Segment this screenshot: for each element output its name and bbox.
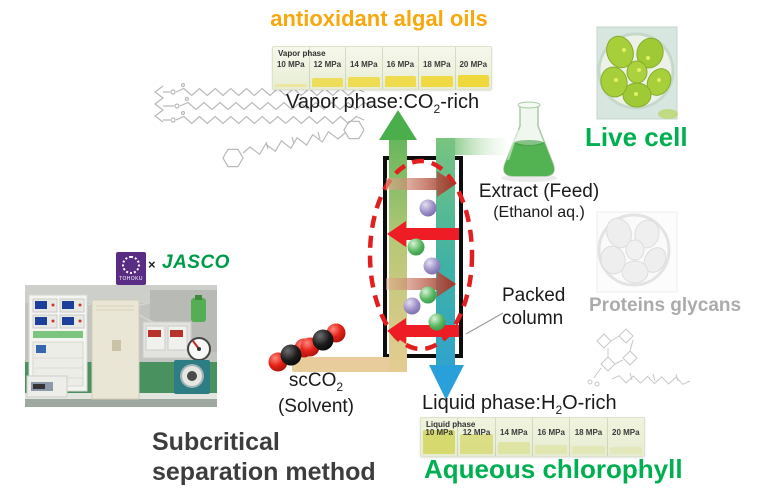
vial-liquid	[497, 442, 530, 454]
solvent-label: scCO2 (Solvent)	[277, 370, 355, 418]
extract-flask	[501, 101, 557, 182]
jasco-logo: JASCO	[162, 252, 230, 273]
particle-green	[428, 313, 446, 331]
transfer-arrow-right-icon	[386, 171, 456, 197]
particle-purple	[403, 297, 421, 315]
vapor-product-title: antioxidant algal oils	[270, 6, 488, 31]
vial: 14 MPa	[345, 47, 382, 89]
vial: 12 MPa	[457, 418, 494, 456]
vial: 10 MPa	[273, 47, 309, 89]
vial-liquid	[311, 78, 343, 87]
vial-liquid	[460, 434, 493, 454]
feed-pipe	[446, 138, 506, 155]
vial-liquid	[421, 76, 453, 87]
liquid-strip-label: Liquid phase	[426, 420, 476, 429]
feed-label: Extract (Feed) (Ethanol aq.)	[478, 181, 600, 221]
particle-purple	[423, 257, 441, 275]
vial-liquid	[275, 84, 307, 87]
liquid-phase-vial-strip: Liquid phase 10 MPa 12 MPa 14 MPa 16 MPa…	[420, 417, 645, 457]
carotenoid-structure	[222, 120, 365, 168]
vapor-arrow-icon	[379, 110, 417, 140]
particle-purple	[419, 199, 437, 217]
live-cell-label: Live cell	[585, 122, 688, 152]
vial: 12 MPa	[308, 47, 346, 89]
column-pointer-line	[465, 312, 504, 335]
lab-equipment-photo	[25, 285, 217, 407]
collaboration-times-sign: ×	[148, 257, 156, 272]
particle-green	[419, 286, 437, 304]
vapor-vials: 10 MPa 12 MPa 14 MPa 16 MPa 18 MPa 20 MP…	[273, 47, 491, 89]
tohoku-emblem-icon	[122, 255, 140, 274]
method-title: Subcritical separation method	[152, 428, 376, 486]
vial: 18 MPa	[418, 47, 455, 89]
vapor-phase-vial-strip: Vapor phase 10 MPa 12 MPa 14 MPa 16 MPa …	[272, 46, 492, 90]
vapor-strip-label: Vapor phase	[278, 49, 326, 58]
vial-liquid	[348, 77, 380, 87]
vial-liquid	[423, 430, 456, 454]
column-outline	[383, 156, 463, 358]
chlorophyll-structure	[587, 328, 691, 387]
residue-label: Proteins glycans	[589, 295, 742, 316]
liquid-arrow-icon	[429, 365, 464, 400]
vial: 18 MPa	[569, 418, 606, 456]
vial: 10 MPa	[421, 418, 457, 456]
vial-liquid	[534, 445, 568, 454]
vapor-stream	[389, 138, 407, 372]
live-cell-image	[596, 26, 678, 120]
packed-column-label: Packed column	[502, 285, 566, 329]
transfer-arrow-right-icon	[386, 271, 456, 297]
vial: 16 MPa	[531, 418, 569, 456]
liquid-vials: 10 MPa 12 MPa 14 MPa 16 MPa 18 MPa 20 MP…	[421, 418, 644, 456]
transfer-arrow-left-icon	[387, 318, 459, 344]
solvent-pipe	[292, 357, 396, 372]
packed-column-diagram	[292, 110, 506, 400]
tohoku-university-logo: TOHOKU	[116, 252, 146, 285]
vial: 20 MPa	[606, 418, 644, 456]
vial-liquid	[384, 76, 416, 87]
liquid-phase-caption: Liquid phase:H2O-rich	[422, 392, 617, 417]
residue-cell-image	[596, 211, 678, 293]
triglyceride-structure	[154, 82, 373, 125]
vial: 16 MPa	[381, 47, 419, 89]
vial-liquid	[457, 75, 489, 87]
vial: 20 MPa	[454, 47, 492, 89]
vial-liquid	[572, 446, 605, 454]
particle-green	[407, 238, 425, 256]
transfer-arrow-left-icon	[387, 221, 459, 247]
vapor-phase-caption: Vapor phase:CO2-rich	[286, 91, 480, 116]
vial: 14 MPa	[494, 418, 532, 456]
separation-zone-ellipse	[367, 158, 475, 352]
co2-molecules	[268, 323, 346, 372]
vial-liquid	[609, 447, 642, 454]
liquid-stream	[436, 138, 455, 368]
liquid-product-label: Aqueous chlorophyll	[424, 454, 683, 484]
